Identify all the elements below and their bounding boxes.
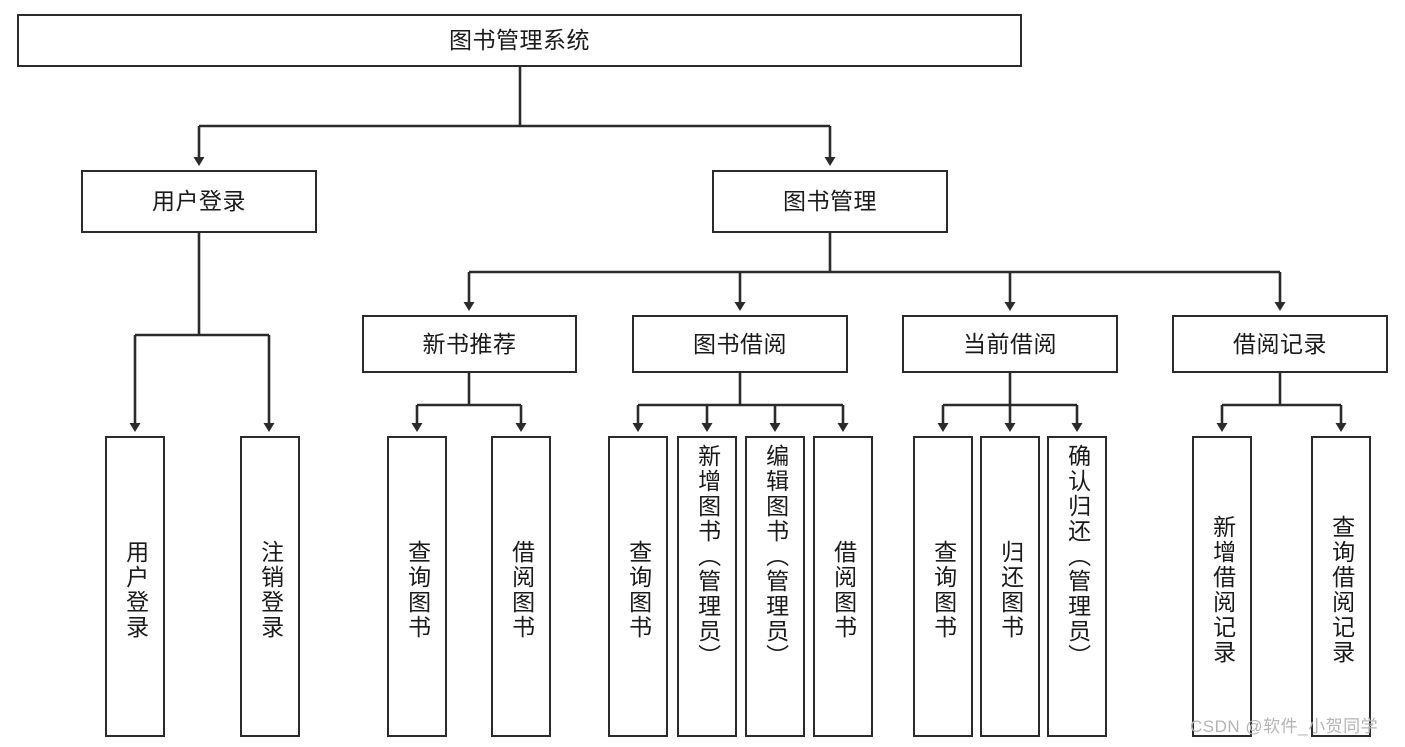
node-leaf-current-return-book-label: 归还图书: [997, 539, 1024, 640]
node-leaf-current-query-book-label: 查询图书: [930, 539, 957, 640]
node-leaf-current-return-book[interactable]: 归还图书: [980, 436, 1040, 737]
node-book-borrow-label: 图书借阅: [693, 330, 787, 357]
node-leaf-record-add[interactable]: 新增借阅记录: [1192, 436, 1252, 737]
watermark-text: CSDN @软件_小贺同学: [1190, 717, 1379, 736]
node-leaf-borrow-add-book[interactable]: 新增图书（管理员）: [677, 436, 737, 737]
node-leaf-current-query-book[interactable]: 查询图书: [913, 436, 973, 737]
node-leaf-borrow-edit-book-label: 编辑图书（管理员）: [762, 444, 789, 669]
node-new-book-recommend-label: 新书推荐: [422, 330, 517, 357]
node-book-manage-label: 图书管理: [783, 188, 877, 215]
node-leaf-user-login-label: 用户登录: [122, 539, 149, 640]
node-leaf-user-login[interactable]: 用户登录: [105, 436, 165, 737]
node-borrow-record-label: 借阅记录: [1233, 330, 1327, 357]
node-leaf-record-query[interactable]: 查询借阅记录: [1311, 436, 1371, 737]
node-leaf-borrow-add-book-label: 新增图书（管理员）: [694, 444, 721, 669]
node-root[interactable]: 图书管理系统: [17, 14, 1022, 67]
node-borrow-record[interactable]: 借阅记录: [1172, 315, 1388, 373]
node-book-manage[interactable]: 图书管理: [712, 170, 948, 233]
node-root-label: 图书管理系统: [449, 27, 590, 54]
node-leaf-borrow-query-book[interactable]: 查询图书: [608, 436, 668, 737]
node-current-borrow-label: 当前借阅: [963, 330, 1057, 357]
node-leaf-record-add-label: 新增借阅记录: [1209, 514, 1236, 665]
node-leaf-current-confirm-return[interactable]: 确认归还（管理员）: [1047, 436, 1107, 737]
node-user-login-label: 用户登录: [152, 188, 246, 215]
node-leaf-borrow-borrow-book-label: 借阅图书: [830, 539, 857, 640]
node-leaf-borrow-borrow-book[interactable]: 借阅图书: [813, 436, 873, 737]
node-user-login[interactable]: 用户登录: [81, 170, 317, 233]
node-leaf-rec-borrow-book[interactable]: 借阅图书: [491, 436, 551, 737]
node-leaf-user-logout-label: 注销登录: [257, 539, 284, 640]
node-leaf-borrow-query-book-label: 查询图书: [625, 539, 652, 640]
node-leaf-rec-query-book[interactable]: 查询图书: [387, 436, 447, 737]
node-leaf-rec-borrow-book-label: 借阅图书: [508, 539, 535, 640]
node-current-borrow[interactable]: 当前借阅: [902, 315, 1118, 373]
node-new-book-recommend[interactable]: 新书推荐: [362, 315, 577, 373]
node-leaf-record-query-label: 查询借阅记录: [1328, 514, 1355, 665]
node-leaf-user-logout[interactable]: 注销登录: [240, 436, 300, 737]
node-leaf-borrow-edit-book[interactable]: 编辑图书（管理员）: [745, 436, 805, 737]
node-leaf-rec-query-book-label: 查询图书: [404, 539, 431, 640]
node-book-borrow[interactable]: 图书借阅: [632, 315, 848, 373]
node-leaf-current-confirm-return-label: 确认归还（管理员）: [1064, 444, 1091, 669]
